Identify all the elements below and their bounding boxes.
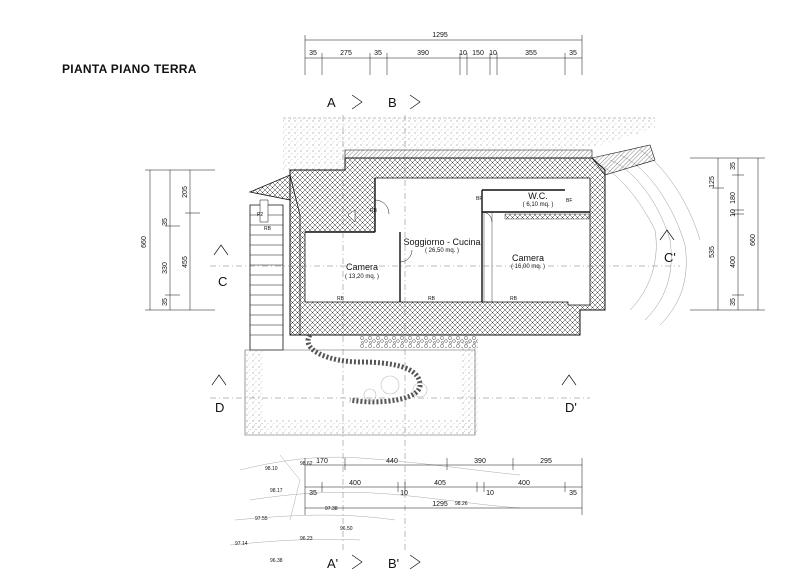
dim-left: 205 [182,186,189,198]
dim-right: 10 [730,209,737,217]
dim-top-total: 1295 [432,32,448,39]
terrain-bottom [229,454,521,546]
dim-bottom: 35 [309,490,317,497]
section-label-c: C [218,274,227,289]
level-label: 98.62 [300,461,313,467]
terrain-levels: 98.10 98.62 98.17 97.55 97.14 97.38 96.5… [235,461,468,564]
dim-bottom: 400 [349,480,361,487]
window-tag: RB [370,208,378,214]
dim-right: 535 [709,246,716,258]
dim-bottom: 405 [434,480,446,487]
page-title: PIANTA PIANO TERRA [62,62,197,76]
dim-bottom: 170 [316,458,328,465]
dim-bottom: 400 [518,480,530,487]
level-label: 96.50 [340,526,353,532]
dim-top: 390 [417,50,429,57]
level-label: 97.14 [235,541,248,547]
level-label: 98.17 [270,488,283,494]
window-tag: RB [264,226,272,232]
section-label-d-prime: D' [565,400,577,415]
dim-left: 35 [162,298,169,306]
dim-right: 180 [730,192,737,204]
dim-left-total: 660 [141,236,148,248]
dim-left: 455 [182,256,189,268]
section-label-a: A [327,95,336,110]
level-label: 97.55 [255,516,268,522]
dim-top: 35 [569,50,577,57]
terrain-top [283,117,655,170]
dim-bottom: 10 [486,490,494,497]
terrace-area [244,333,478,436]
window-tag: RB [510,296,518,302]
left-dimension-chain: 660 205 455 35 330 35 [141,169,215,311]
level-label: 98.26 [455,501,468,507]
dim-right: 125 [709,176,716,188]
dim-bottom: 10 [400,490,408,497]
dim-right: 35 [730,162,737,170]
dim-bottom: 390 [474,458,486,465]
section-label-d: D [215,400,224,415]
dim-left: 330 [162,262,169,274]
dim-left: 35 [162,218,169,226]
interior-partitions [305,178,590,302]
room-name: Soggiorno - Cucina [403,237,480,247]
room-area: ( 6,10 mq. ) [523,202,554,208]
door-swings [347,199,493,263]
right-dimension-chain: 125 535 35 180 10 400 35 660 [690,157,765,311]
top-dimension-chain: 1295 35 275 35 390 10 150 10 355 35 [304,32,583,75]
section-label-a-prime: A' [327,556,338,571]
bottom-dimension-chain: 170 440 390 295 35 400 10 405 10 400 35 … [304,458,583,515]
room-area: ( 26,50 mq. ) [425,248,459,254]
level-label: 96.23 [300,536,313,542]
dim-bottom-total: 1295 [432,501,448,508]
section-label-c-prime: C' [664,250,676,265]
room-name: Camera [346,262,378,272]
window-tags: RB RB RB RB P2 RB BF BF [257,196,572,302]
dim-bottom: 295 [540,458,552,465]
level-label: 97.38 [325,506,338,512]
window-tag: BF [566,198,572,204]
window-tag: P2 [257,212,263,218]
section-markers: A B A' B' C C' D D' [211,94,676,571]
dim-top: 275 [340,50,352,57]
room-labels: Camera ( 13,20 mq. ) Soggiorno - Cucina … [345,191,553,280]
dim-right: 400 [730,256,737,268]
dim-top: 35 [309,50,317,57]
dim-right-total: 660 [750,234,757,246]
dim-top: 355 [525,50,537,57]
section-label-b: B [388,95,397,110]
dim-top: 35 [374,50,382,57]
room-name: Camera [512,253,544,263]
window-tag: RB [337,296,345,302]
section-lines [210,115,680,550]
section-label-b-prime: B' [388,556,399,571]
level-label: 96.38 [270,558,283,564]
dim-top: 150 [472,50,484,57]
room-area: ( 16,00 mq. ) [511,264,545,270]
level-label: 98.10 [265,466,278,472]
hatched-partition-strips [483,211,590,303]
room-name: W.C. [528,191,548,201]
dim-top: 10 [489,50,497,57]
dim-bottom: 35 [569,490,577,497]
dim-right: 35 [730,298,737,306]
dim-top: 10 [459,50,467,57]
window-tag: RB [428,296,436,302]
exterior-stair [249,199,284,351]
contour-lines-right [599,149,701,326]
room-area: ( 13,20 mq. ) [345,274,379,280]
dim-bottom: 440 [386,458,398,465]
building-walls [248,144,656,336]
window-tag: BF [476,196,482,202]
